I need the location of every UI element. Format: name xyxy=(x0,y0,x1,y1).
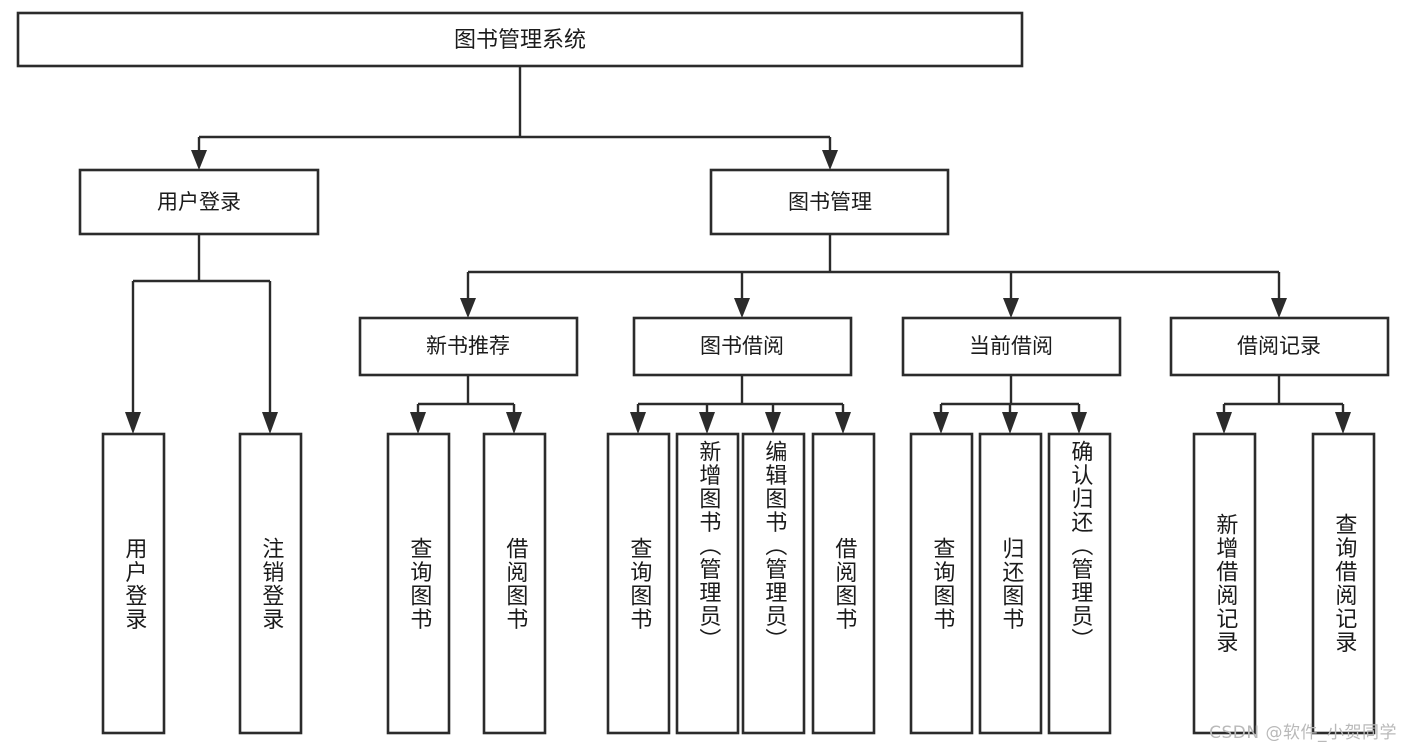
leaf-box-query-book-1[interactable] xyxy=(386,432,451,735)
node-new-book-recommend-label: 新书推荐 xyxy=(426,334,510,358)
leaf-box-add-book[interactable] xyxy=(675,432,740,735)
leaf-box-logout[interactable] xyxy=(238,432,303,735)
arrow-leaf-borrow-book-1 xyxy=(506,412,522,434)
leaf-box-query-record[interactable] xyxy=(1311,432,1376,735)
node-current-borrow-box[interactable] xyxy=(901,316,1122,377)
arrow-leaf-user-login xyxy=(125,412,141,434)
node-book-borrow-box[interactable] xyxy=(632,316,853,377)
arrow-leaf-add-book xyxy=(699,412,715,434)
arrow-leaf-query-record xyxy=(1335,412,1351,434)
leaf-box-confirm-return[interactable] xyxy=(1047,432,1112,735)
node-new-book-recommend-box[interactable] xyxy=(358,316,579,377)
arrow-leaf-confirm-return xyxy=(1071,412,1087,434)
node-book-manage-box[interactable] xyxy=(709,168,950,236)
node-book-borrow-label: 图书借阅 xyxy=(700,334,784,358)
leaf-box-borrow-book-1[interactable] xyxy=(482,432,547,735)
leaf-box-user-login[interactable] xyxy=(101,432,166,735)
node-user-login[interactable]: 用户登录 xyxy=(78,168,320,236)
arrow-leaf-borrow-book-2 xyxy=(835,412,851,434)
leaf-box-return-book[interactable] xyxy=(978,432,1043,735)
arrow-to-book-borrow xyxy=(734,298,750,318)
leaf-box-edit-book[interactable] xyxy=(741,432,806,735)
leaf-box-query-book-3[interactable] xyxy=(909,432,974,735)
arrow-leaf-query-book-2 xyxy=(630,412,646,434)
csdn-watermark: CSDN @软件_小贺同学 xyxy=(1209,723,1397,743)
node-root-label: 图书管理系统 xyxy=(454,28,586,53)
node-user-login-label: 用户登录 xyxy=(157,190,241,214)
node-book-manage-label: 图书管理 xyxy=(788,190,872,214)
node-current-borrow-label: 当前借阅 xyxy=(969,334,1053,358)
arrow-leaf-edit-book xyxy=(765,412,781,434)
leaf-box-query-book-2[interactable] xyxy=(606,432,671,735)
node-book-manage[interactable]: 图书管理 xyxy=(709,168,950,236)
nodes-layer: 图书管理系统 用户登录 图书管理 新书推荐 图书借阅 当前 xyxy=(16,11,1390,735)
node-user-login-box[interactable] xyxy=(78,168,320,236)
leaf-box-add-record[interactable] xyxy=(1192,432,1257,735)
arrow-leaf-query-book-3 xyxy=(933,412,949,434)
arrow-to-borrow-record xyxy=(1271,298,1287,318)
leaf-box-borrow-book-2[interactable] xyxy=(811,432,876,735)
node-root[interactable]: 图书管理系统 xyxy=(16,11,1024,68)
node-new-book-recommend[interactable]: 新书推荐 xyxy=(358,316,579,377)
arrow-to-new-book-recommend xyxy=(460,298,476,318)
arrow-to-book-manage xyxy=(822,150,838,170)
node-root-box[interactable] xyxy=(16,11,1024,68)
arrow-leaf-add-record xyxy=(1216,412,1232,434)
node-current-borrow[interactable]: 当前借阅 xyxy=(901,316,1122,377)
node-borrow-record-label: 借阅记录 xyxy=(1237,334,1321,358)
arrow-leaf-query-book-1 xyxy=(410,412,426,434)
connectors-layer xyxy=(125,66,1351,434)
node-book-borrow[interactable]: 图书借阅 xyxy=(632,316,853,377)
arrow-to-user-login xyxy=(191,150,207,170)
node-borrow-record-box[interactable] xyxy=(1169,316,1390,377)
arrow-to-current-borrow xyxy=(1003,298,1019,318)
arrow-leaf-logout xyxy=(262,412,278,434)
node-borrow-record[interactable]: 借阅记录 xyxy=(1169,316,1390,377)
arrow-leaf-return-book xyxy=(1002,412,1018,434)
